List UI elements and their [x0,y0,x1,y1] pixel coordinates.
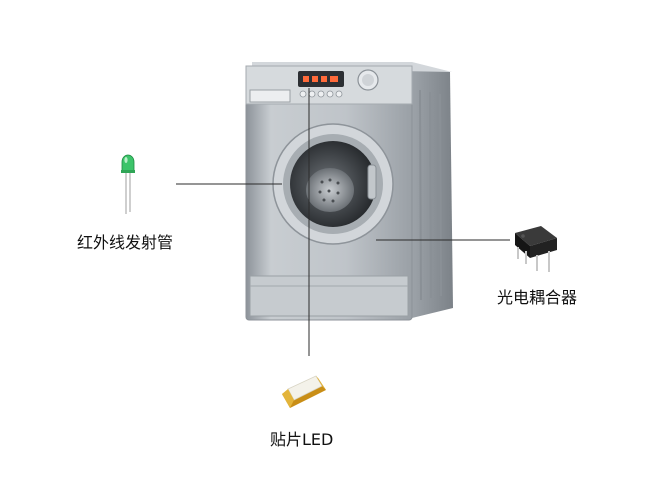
optocoupler-front-face [530,238,557,258]
label-optocoupler: 光电耦合器 [497,288,578,307]
program-knob-center [362,74,374,86]
detergent-drawer [249,89,291,103]
ir-emitter-highlight [124,157,128,163]
smd-led-illustration [282,375,326,408]
panel-buttons [299,90,343,98]
optocoupler-pins [517,247,550,272]
optocoupler-pin1-dot [521,234,525,238]
display-segments [303,76,338,82]
door-handle [367,164,377,200]
kick-plate [249,275,409,317]
ir-emitter-illustration [121,154,135,214]
optocoupler-top [515,226,557,246]
label-ir-emitter: 红外线发射管 [77,233,174,252]
machine-side-ribs [419,89,442,301]
drum-holes [318,178,340,203]
ir-emitter-flange [121,170,135,173]
leader-lines [176,88,510,356]
smd-led-pad-right [316,376,326,390]
smd-led-pad-left [282,389,294,408]
washing-machine-illustration [245,62,453,321]
ir-emitter-body [121,154,135,173]
label-smd-led: 贴片LED [270,430,334,449]
optocoupler-illustration [515,226,557,272]
